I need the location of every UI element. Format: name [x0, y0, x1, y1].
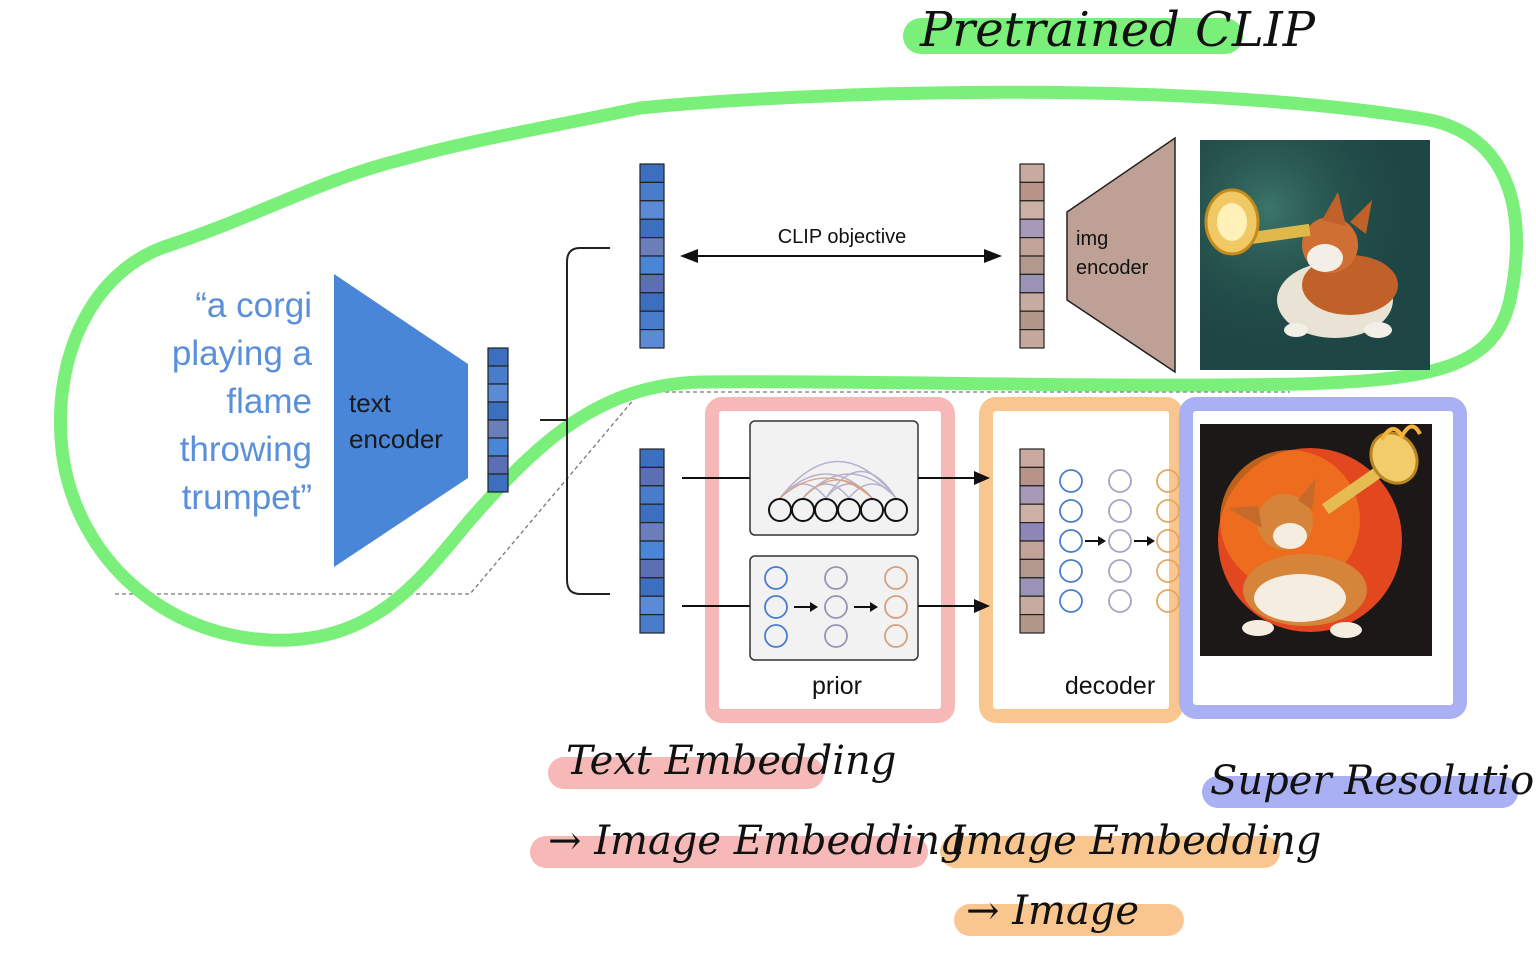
embedding-cell	[1019, 163, 1045, 183]
embedding-cell	[639, 163, 665, 183]
embedding-cell	[639, 540, 665, 560]
decoder-annotation-line2: → Image	[966, 888, 1140, 934]
embedding-cell	[639, 255, 665, 275]
embedding-cell	[639, 310, 665, 331]
prompt-line: throwing	[179, 430, 312, 469]
embedding-cell	[1019, 595, 1045, 616]
img-encoder-label-line1: img	[1076, 228, 1108, 250]
embedding-cell	[639, 485, 665, 505]
text-encoder-block	[334, 274, 468, 567]
autoregressive-prior-block	[749, 420, 919, 536]
embedding-cell	[487, 473, 509, 493]
embedding-cell	[639, 218, 665, 239]
embedding-cell	[1019, 521, 1045, 542]
embedding-cell	[487, 437, 509, 457]
pretrained-clip-highlight	[903, 18, 1243, 54]
embedding-cell	[639, 613, 665, 634]
prior-annotation-line1: Text Embedding	[566, 738, 897, 784]
clip-objective-label: CLIP objective	[778, 226, 907, 248]
text-encoder-label-line1: text	[349, 388, 391, 418]
prior-label: prior	[812, 672, 862, 700]
dashed-divider	[115, 391, 1290, 595]
super-resolution-annotation: Super Resolution	[1210, 758, 1536, 804]
embedding-cell	[1019, 181, 1045, 202]
branch-bracket	[540, 247, 610, 595]
corgi-trumpet-image-bottom	[1200, 424, 1432, 656]
arrowhead	[1147, 536, 1155, 546]
decoder-label: decoder	[1065, 672, 1155, 700]
embedding-cell	[1019, 485, 1045, 505]
embedding-cell	[487, 347, 509, 367]
diffusion-prior-block	[749, 555, 919, 661]
embedding-cell	[639, 577, 665, 597]
decoder-annotation-line1: Image Embedding	[950, 818, 1322, 864]
image-embedding-vector	[1019, 163, 1045, 349]
decoder-highlight-box	[979, 397, 1183, 723]
embedding-cell	[487, 383, 509, 403]
corgi-trumpet-image-top	[1200, 140, 1430, 370]
decoder-annotation-highlight-1	[940, 836, 1280, 868]
decoder-input-embedding	[1019, 448, 1045, 634]
pretrained-clip-outline	[53, 85, 1523, 647]
embedding-cell	[639, 521, 665, 542]
embedding-cell	[1019, 540, 1045, 560]
embedding-cell	[1019, 310, 1045, 331]
arrowhead	[1098, 536, 1106, 546]
img-encoder-label-line2: encoder	[1076, 257, 1149, 279]
embedding-cell	[639, 503, 665, 524]
arrowhead	[974, 471, 990, 485]
text-embedding-vector	[639, 163, 665, 349]
embedding-cell	[1019, 329, 1045, 349]
embedding-cell	[487, 401, 509, 421]
text-encoder-output-embedding	[487, 347, 509, 493]
super-resolution-highlight	[1202, 776, 1518, 808]
prompt-line: “a corgi	[195, 286, 312, 325]
prompt-line: flame	[226, 382, 312, 421]
embedding-cell	[1019, 273, 1045, 294]
image-encoder-block	[1066, 136, 1176, 374]
embedding-cell	[1019, 558, 1045, 579]
embedding-cell	[487, 455, 509, 475]
embedding-cell	[1019, 577, 1045, 597]
prior-annotation-highlight-1	[548, 757, 824, 789]
embedding-cell	[1019, 613, 1045, 634]
embedding-cell	[639, 181, 665, 202]
embedding-cell	[639, 273, 665, 294]
embedding-cell	[1019, 292, 1045, 312]
embedding-cell	[1019, 200, 1045, 220]
embedding-cell	[1019, 448, 1045, 468]
prior-input-embedding	[639, 448, 665, 634]
prior-annotation-highlight-2	[530, 836, 928, 868]
embedding-cell	[639, 558, 665, 579]
super-resolution-highlight-box	[1179, 397, 1467, 719]
decoder-annotation-highlight-2	[954, 904, 1184, 936]
embedding-cell	[487, 419, 509, 439]
text-encoder-label: text encoder	[349, 385, 443, 457]
arrowhead	[974, 599, 990, 613]
embedding-cell	[487, 365, 509, 385]
text-encoder-label-line2: encoder	[349, 424, 443, 454]
embedding-cell	[1019, 503, 1045, 524]
text-prompt: “a corgi playing a flame throwing trumpe…	[120, 282, 312, 522]
prior-highlight-box	[705, 397, 955, 723]
prompt-line: trumpet”	[181, 478, 312, 517]
embedding-cell	[639, 292, 665, 312]
embedding-cell	[639, 448, 665, 468]
decoder-diffusion-network	[1059, 469, 1180, 613]
prior-annotation-line2: → Image Embedding	[548, 818, 966, 864]
embedding-cell	[639, 329, 665, 349]
embedding-cell	[1019, 255, 1045, 275]
embedding-cell	[639, 237, 665, 257]
embedding-cell	[1019, 218, 1045, 239]
embedding-cell	[639, 200, 665, 220]
embedding-cell	[1019, 466, 1045, 487]
embedding-cell	[1019, 237, 1045, 257]
embedding-cell	[639, 595, 665, 616]
embedding-cell	[639, 466, 665, 487]
arrowhead-right	[984, 249, 1002, 263]
arrowhead-left	[680, 249, 698, 263]
pretrained-clip-annotation: Pretrained CLIP	[920, 2, 1316, 58]
prompt-line: playing a	[171, 334, 312, 373]
